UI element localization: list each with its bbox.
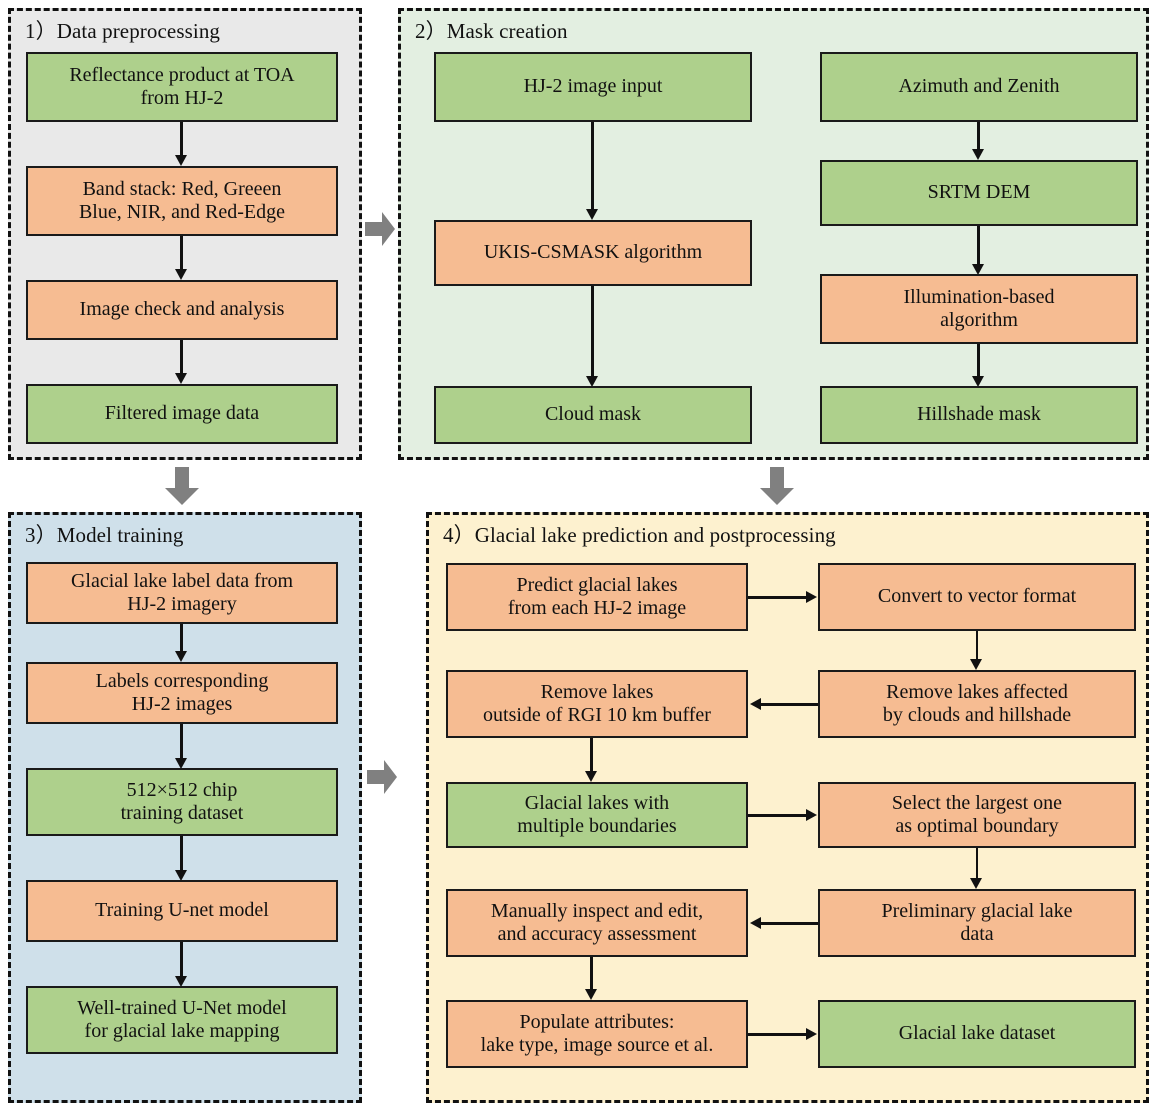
arrowhead-down-icon xyxy=(585,209,598,220)
node-manual-inspect-and-accuracy[interactable]: Manually inspect and edit, and accuracy … xyxy=(446,889,748,957)
arrow-line xyxy=(590,738,593,777)
arrowhead-down-icon xyxy=(584,771,597,782)
arrow-line xyxy=(180,624,183,657)
arrowhead-down-icon xyxy=(174,155,187,166)
arrow-line xyxy=(977,344,980,382)
arrowhead-right-icon xyxy=(806,808,817,821)
node-remove-lakes-affected-clouds-hillshade[interactable]: Remove lakes affected by clouds and hill… xyxy=(818,670,1136,738)
arrowhead-right-icon xyxy=(806,1027,817,1040)
panel-4-title: 4）Glacial lake prediction and postproces… xyxy=(443,523,836,547)
arrowhead-down-icon xyxy=(971,376,984,387)
arrow-line xyxy=(748,814,807,817)
node-select-largest-as-optimal-boundary[interactable]: Select the largest one as optimal bounda… xyxy=(818,782,1136,848)
arrowhead-left-icon xyxy=(750,916,761,929)
arrow-line xyxy=(748,1033,807,1036)
arrow-line xyxy=(180,724,183,764)
arrow-line xyxy=(977,226,980,270)
arrow-line xyxy=(761,922,818,925)
arrowhead-down-icon xyxy=(174,870,187,881)
node-populate-attributes[interactable]: Populate attributes: lake type, image so… xyxy=(446,1000,748,1068)
node-cloud-mask[interactable]: Cloud mask xyxy=(434,386,752,444)
arrowhead-down-icon xyxy=(174,269,187,280)
node-preliminary-glacial-lake-data[interactable]: Preliminary glacial lake data xyxy=(818,889,1136,957)
arrow-line xyxy=(975,631,978,665)
node-convert-to-vector-format[interactable]: Convert to vector format xyxy=(818,563,1136,631)
node-glacial-lakes-multiple-boundaries[interactable]: Glacial lakes with multiple boundaries xyxy=(446,782,748,848)
node-remove-lakes-outside-rgi-buffer[interactable]: Remove lakes outside of RGI 10 km buffer xyxy=(446,670,748,738)
node-azimuth-and-zenith[interactable]: Azimuth and Zenith xyxy=(820,52,1138,122)
node-chip-training-dataset[interactable]: 512×512 chip training dataset xyxy=(26,768,338,836)
node-reflectance-product[interactable]: Reflectance product at TOA from HJ-2 xyxy=(26,52,338,122)
panel-2-title: 2）Mask creation xyxy=(415,19,568,43)
arrow-line xyxy=(748,596,807,599)
arrowhead-down-icon xyxy=(585,376,598,387)
panel-3-title: 3）Model training xyxy=(25,523,184,547)
node-band-stack[interactable]: Band stack: Red, Greeen Blue, NIR, and R… xyxy=(26,166,338,236)
arrowhead-down-icon xyxy=(174,976,187,987)
arrow-line xyxy=(180,836,183,876)
arrowhead-down-icon xyxy=(970,878,982,889)
node-srtm-dem[interactable]: SRTM DEM xyxy=(820,160,1138,226)
node-ukis-csmask-algorithm[interactable]: UKIS-CSMASK algorithm xyxy=(434,220,752,286)
arrow-line xyxy=(180,340,183,379)
connector-panel1-to-panel2-icon xyxy=(365,212,395,246)
arrowhead-down-icon xyxy=(174,758,187,769)
node-glacial-lake-dataset[interactable]: Glacial lake dataset xyxy=(818,1000,1136,1068)
arrowhead-down-icon xyxy=(970,659,982,670)
arrow-line xyxy=(180,942,183,982)
node-image-check[interactable]: Image check and analysis xyxy=(26,280,338,340)
connector-panel1-to-panel3-icon xyxy=(165,467,199,505)
connector-panel2-to-panel4-icon xyxy=(760,467,794,505)
arrow-line xyxy=(591,122,594,215)
arrow-line xyxy=(180,236,183,275)
node-illumination-based-algorithm[interactable]: Illumination-based algorithm xyxy=(820,274,1138,344)
arrowhead-down-icon xyxy=(174,651,187,662)
connector-panel3-to-panel4-icon xyxy=(367,760,397,794)
arrow-line xyxy=(590,957,593,995)
arrow-line xyxy=(975,848,978,884)
node-glacial-lake-label-data[interactable]: Glacial lake label data from HJ-2 imager… xyxy=(26,562,338,624)
panel-1-title: 1）Data preprocessing xyxy=(25,19,221,43)
arrow-line xyxy=(180,122,183,161)
node-filtered-image-data[interactable]: Filtered image data xyxy=(26,384,338,444)
arrowhead-down-icon xyxy=(971,264,984,275)
node-well-trained-unet-model[interactable]: Well-trained U-Net model for glacial lak… xyxy=(26,986,338,1054)
arrowhead-down-icon xyxy=(174,373,187,384)
arrow-line xyxy=(591,286,594,382)
node-labels-corresponding-images[interactable]: Labels corresponding HJ-2 images xyxy=(26,662,338,724)
arrowhead-right-icon xyxy=(806,590,817,603)
arrow-line xyxy=(761,703,818,706)
arrowhead-down-icon xyxy=(584,989,597,1000)
arrow-line xyxy=(977,122,980,155)
arrowhead-down-icon xyxy=(971,149,984,160)
arrowhead-left-icon xyxy=(750,697,761,710)
node-hj2-image-input[interactable]: HJ-2 image input xyxy=(434,52,752,122)
node-hillshade-mask[interactable]: Hillshade mask xyxy=(820,386,1138,444)
node-training-unet-model[interactable]: Training U-net model xyxy=(26,880,338,942)
node-predict-glacial-lakes[interactable]: Predict glacial lakes from each HJ-2 ima… xyxy=(446,563,748,631)
